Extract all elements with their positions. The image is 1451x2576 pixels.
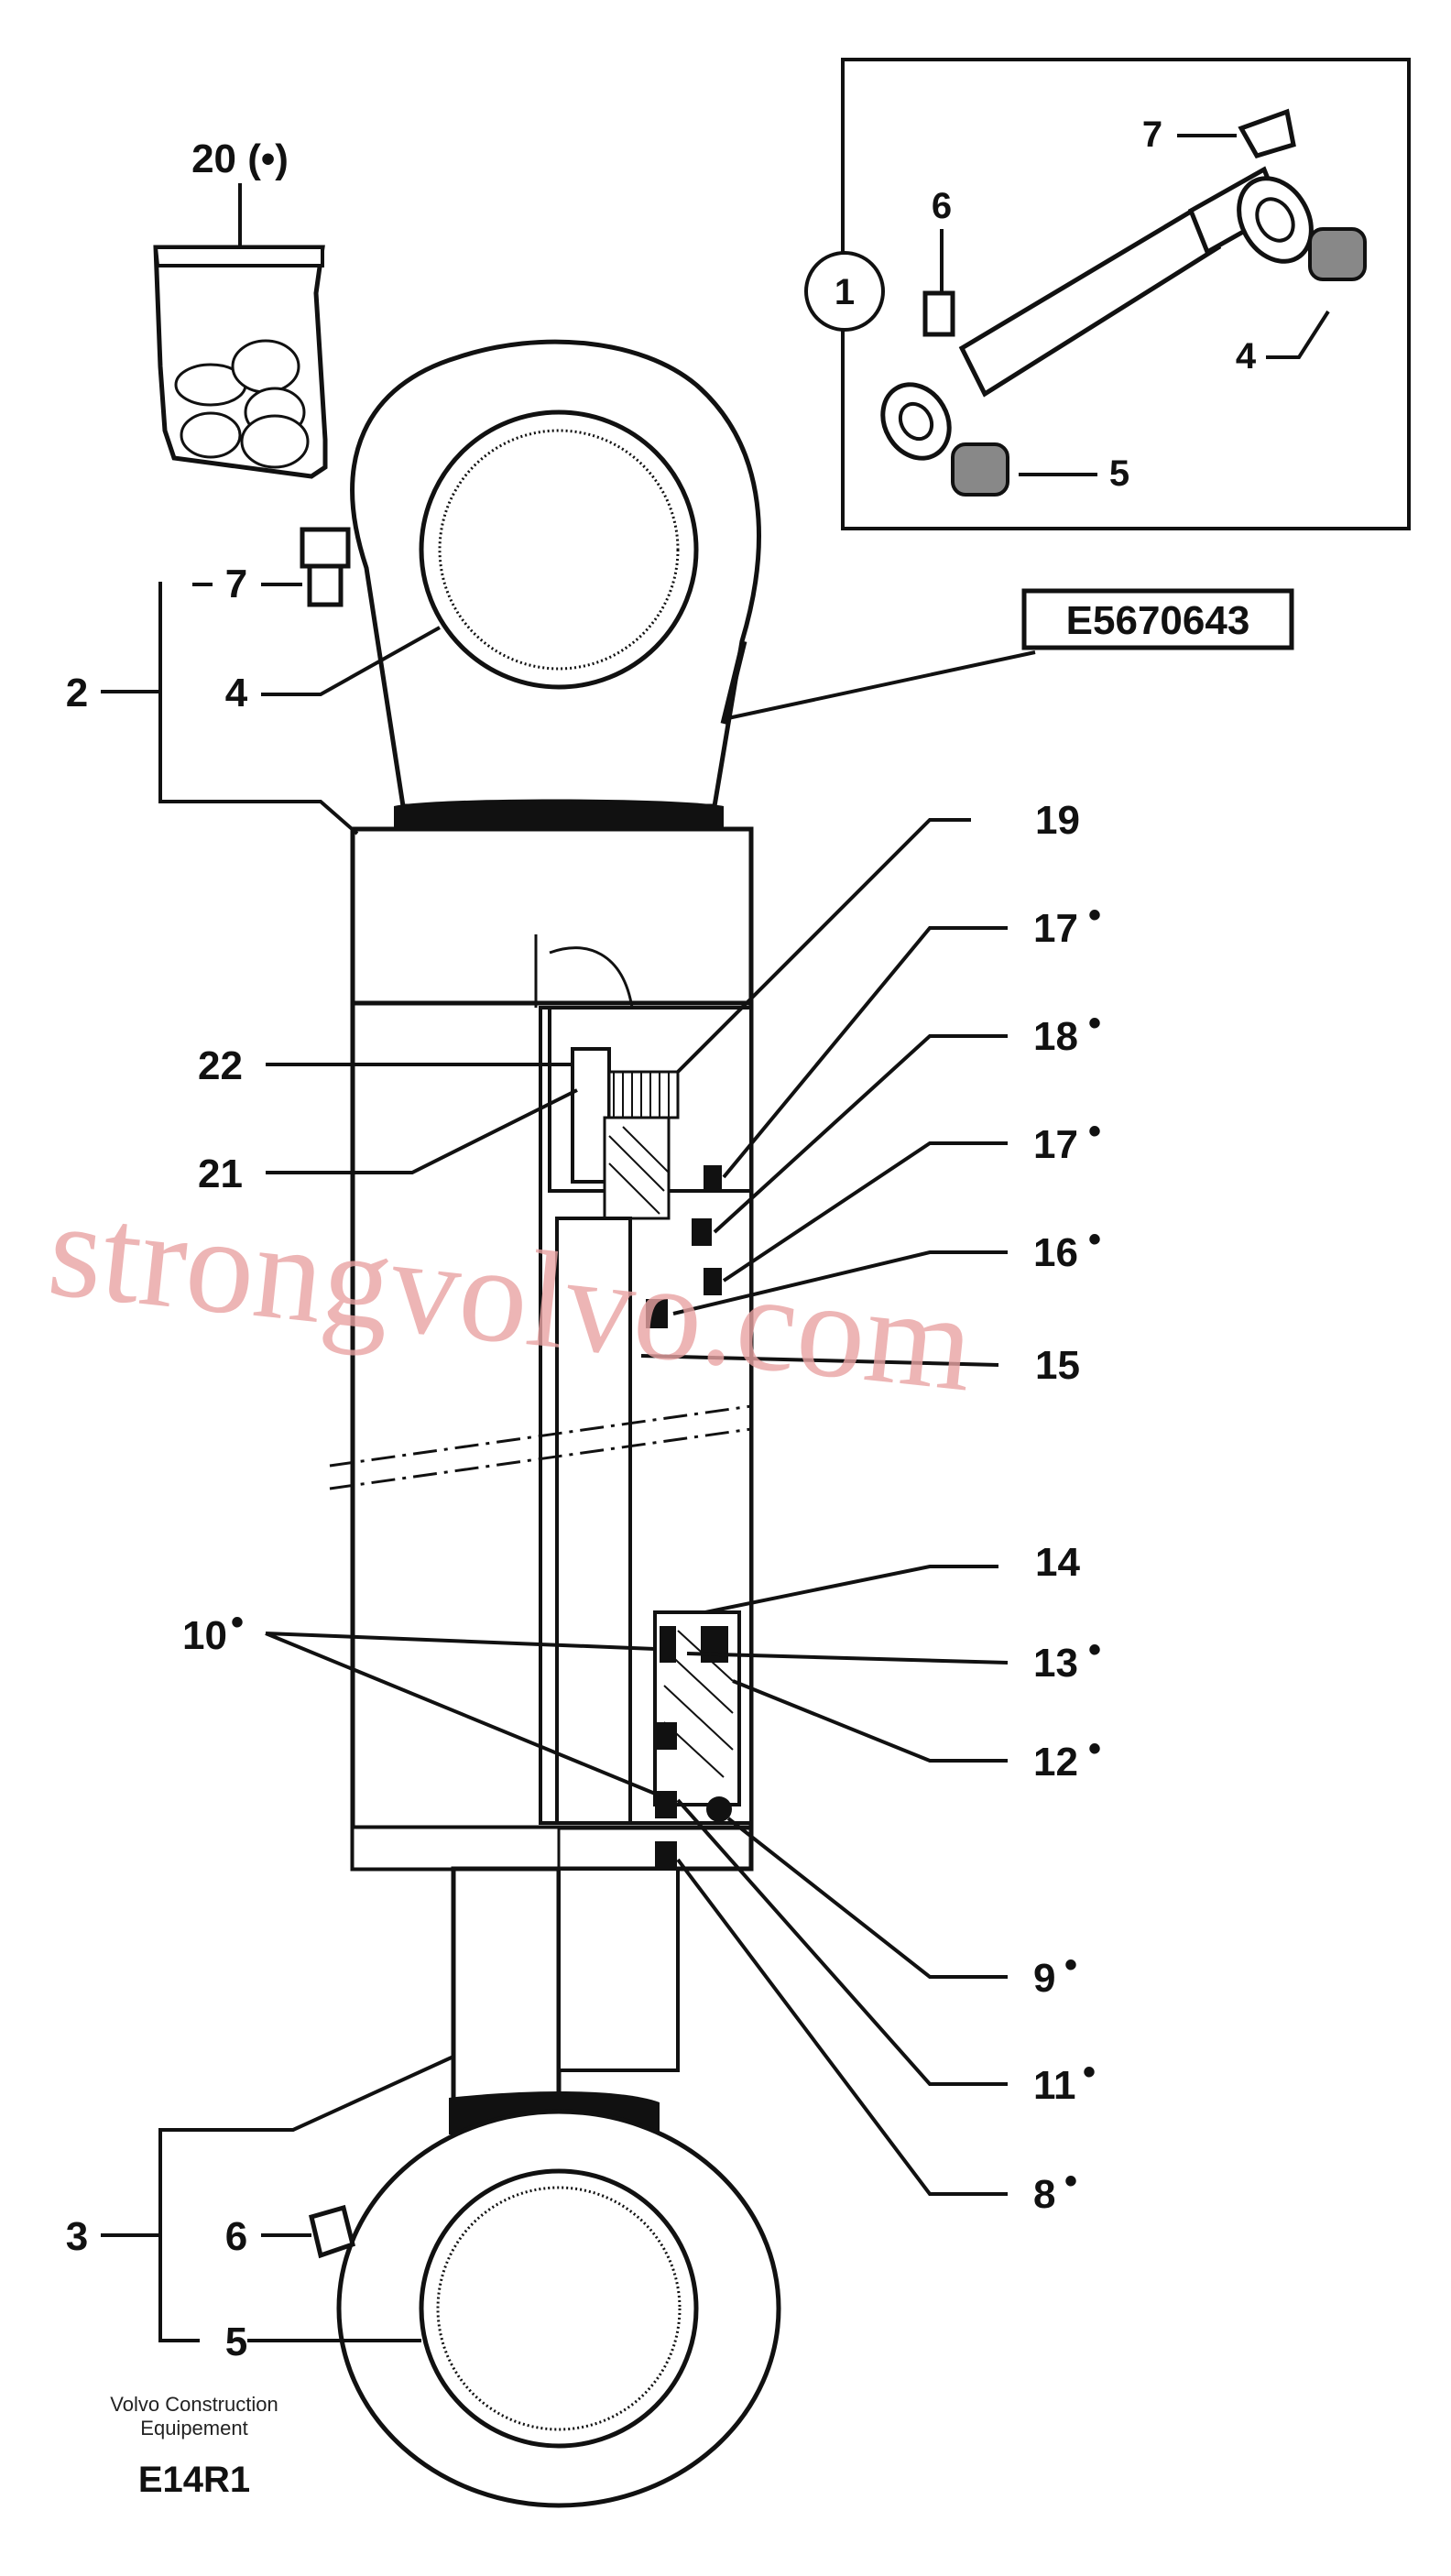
footer: Volvo Construction Equipement E14R1 bbox=[110, 2393, 278, 2500]
bullet-16: • bbox=[1088, 1219, 1101, 1260]
label-15: 15 bbox=[1035, 1343, 1080, 1388]
bullet-13: • bbox=[1088, 1630, 1101, 1670]
top-rod-eye bbox=[300, 339, 761, 829]
label-2: 2 bbox=[66, 671, 88, 715]
label-17b: 17 bbox=[1033, 1122, 1078, 1167]
label-14: 14 bbox=[1035, 1540, 1080, 1585]
bullet-9: • bbox=[1064, 1945, 1077, 1985]
label-13: 13 bbox=[1033, 1641, 1078, 1686]
bullet-12: • bbox=[1088, 1729, 1101, 1769]
label-6-bottom: 6 bbox=[225, 2214, 247, 2259]
figure-code: E14R1 bbox=[138, 2460, 250, 2500]
bullet-10: • bbox=[231, 1602, 244, 1643]
callout-circle-1 bbox=[804, 251, 885, 332]
cylinder-tube bbox=[329, 826, 754, 1872]
inset-label-6: 6 bbox=[932, 186, 952, 226]
label-20: 20 (•) bbox=[191, 136, 289, 181]
leader-lines bbox=[101, 582, 1036, 2342]
bullet-11: • bbox=[1083, 2052, 1096, 2092]
label-9: 9 bbox=[1033, 1956, 1055, 2001]
company-line-2: Equipement bbox=[140, 2417, 247, 2440]
inset-panel: 1 7 6 4 5 bbox=[804, 58, 1411, 530]
company-line-1: Volvo Construction bbox=[110, 2393, 278, 2416]
label-4-top: 4 bbox=[225, 671, 248, 715]
inset-cylinder bbox=[880, 108, 1367, 497]
piston-rod bbox=[451, 1866, 680, 2110]
label-17a: 17 bbox=[1033, 906, 1078, 951]
label-3: 3 bbox=[66, 2214, 88, 2259]
inset-label-4: 4 bbox=[1236, 336, 1257, 377]
bottom-rod-eye bbox=[309, 2091, 781, 2508]
bullet-8: • bbox=[1064, 2161, 1077, 2201]
label-11: 11 bbox=[1033, 2063, 1076, 2108]
label-22: 22 bbox=[198, 1043, 243, 1088]
part-number-box: E5670643 bbox=[1021, 588, 1294, 650]
part-labels: 7 2 4 E5670643 19 17 • 18 • 17 • 16 • 15… bbox=[66, 562, 1294, 2364]
threaded-screw bbox=[607, 1070, 680, 1119]
label-7-top: 7 bbox=[225, 562, 247, 606]
inset-label-1: 1 bbox=[835, 272, 855, 312]
bullet-17b: • bbox=[1088, 1111, 1101, 1152]
bullet-17a: • bbox=[1088, 895, 1101, 935]
label-10: 10 bbox=[182, 1613, 227, 1658]
label-16: 16 bbox=[1033, 1230, 1078, 1275]
label-18: 18 bbox=[1033, 1014, 1078, 1059]
inset-label-5: 5 bbox=[1109, 453, 1129, 494]
label-21: 21 bbox=[198, 1152, 243, 1196]
label-8: 8 bbox=[1033, 2172, 1055, 2217]
inset-label-7: 7 bbox=[1142, 115, 1162, 155]
bullet-18: • bbox=[1088, 1003, 1101, 1043]
label-19: 19 bbox=[1035, 798, 1080, 843]
seal-kit-bag bbox=[153, 245, 328, 479]
label-5-bottom: 5 bbox=[225, 2319, 247, 2364]
label-12: 12 bbox=[1033, 1740, 1078, 1785]
part-number: E5670643 bbox=[1066, 598, 1250, 643]
